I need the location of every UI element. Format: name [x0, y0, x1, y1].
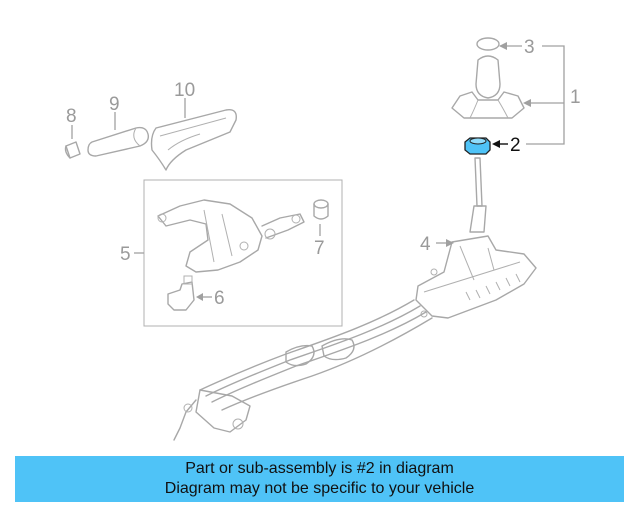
- callout-3: 3: [524, 37, 535, 58]
- part-6-switch: [167, 275, 195, 311]
- leader-1-bracket: [526, 45, 565, 145]
- part-7-bushing: [313, 199, 329, 220]
- callout-5: 5: [120, 244, 131, 265]
- caption-banner: Part or sub-assembly is #2 in diagram Di…: [15, 456, 624, 502]
- part-10-handle: [150, 109, 237, 171]
- callout-4: 4: [420, 234, 431, 255]
- callout-10: 10: [174, 80, 195, 101]
- caption-line-2: Diagram may not be specific to your vehi…: [164, 480, 475, 497]
- arrow-4: [446, 239, 454, 247]
- arrow-1: [523, 99, 531, 107]
- assembly-5-box: [143, 179, 343, 327]
- arrow-3: [499, 42, 507, 50]
- arrow-2: [492, 140, 500, 148]
- callout-1: 1: [570, 87, 581, 108]
- part-9-grip: [87, 126, 150, 157]
- part-8-cap: [64, 141, 81, 159]
- shift-lever: [469, 157, 487, 233]
- arrow-6: [196, 293, 203, 301]
- callout-8: 8: [66, 106, 77, 127]
- part-2-bushing-highlight: [464, 137, 491, 155]
- callout-7: 7: [314, 238, 325, 259]
- parts-diagram: 8 9 10 5 7 6: [64, 37, 581, 441]
- caption-line-1: Part or sub-assembly is #2 in diagram: [185, 460, 454, 477]
- part-3-oring: [476, 37, 500, 51]
- shift-cables: [199, 299, 433, 411]
- callout-9: 9: [109, 94, 120, 115]
- part-4-shifter-housing: [415, 235, 537, 319]
- callout-2: 2: [510, 135, 521, 156]
- part-5-bracket: [157, 199, 305, 273]
- callout-6: 6: [214, 288, 225, 309]
- cable-bracket: [173, 389, 251, 441]
- part-1-knob-boot: [451, 55, 525, 119]
